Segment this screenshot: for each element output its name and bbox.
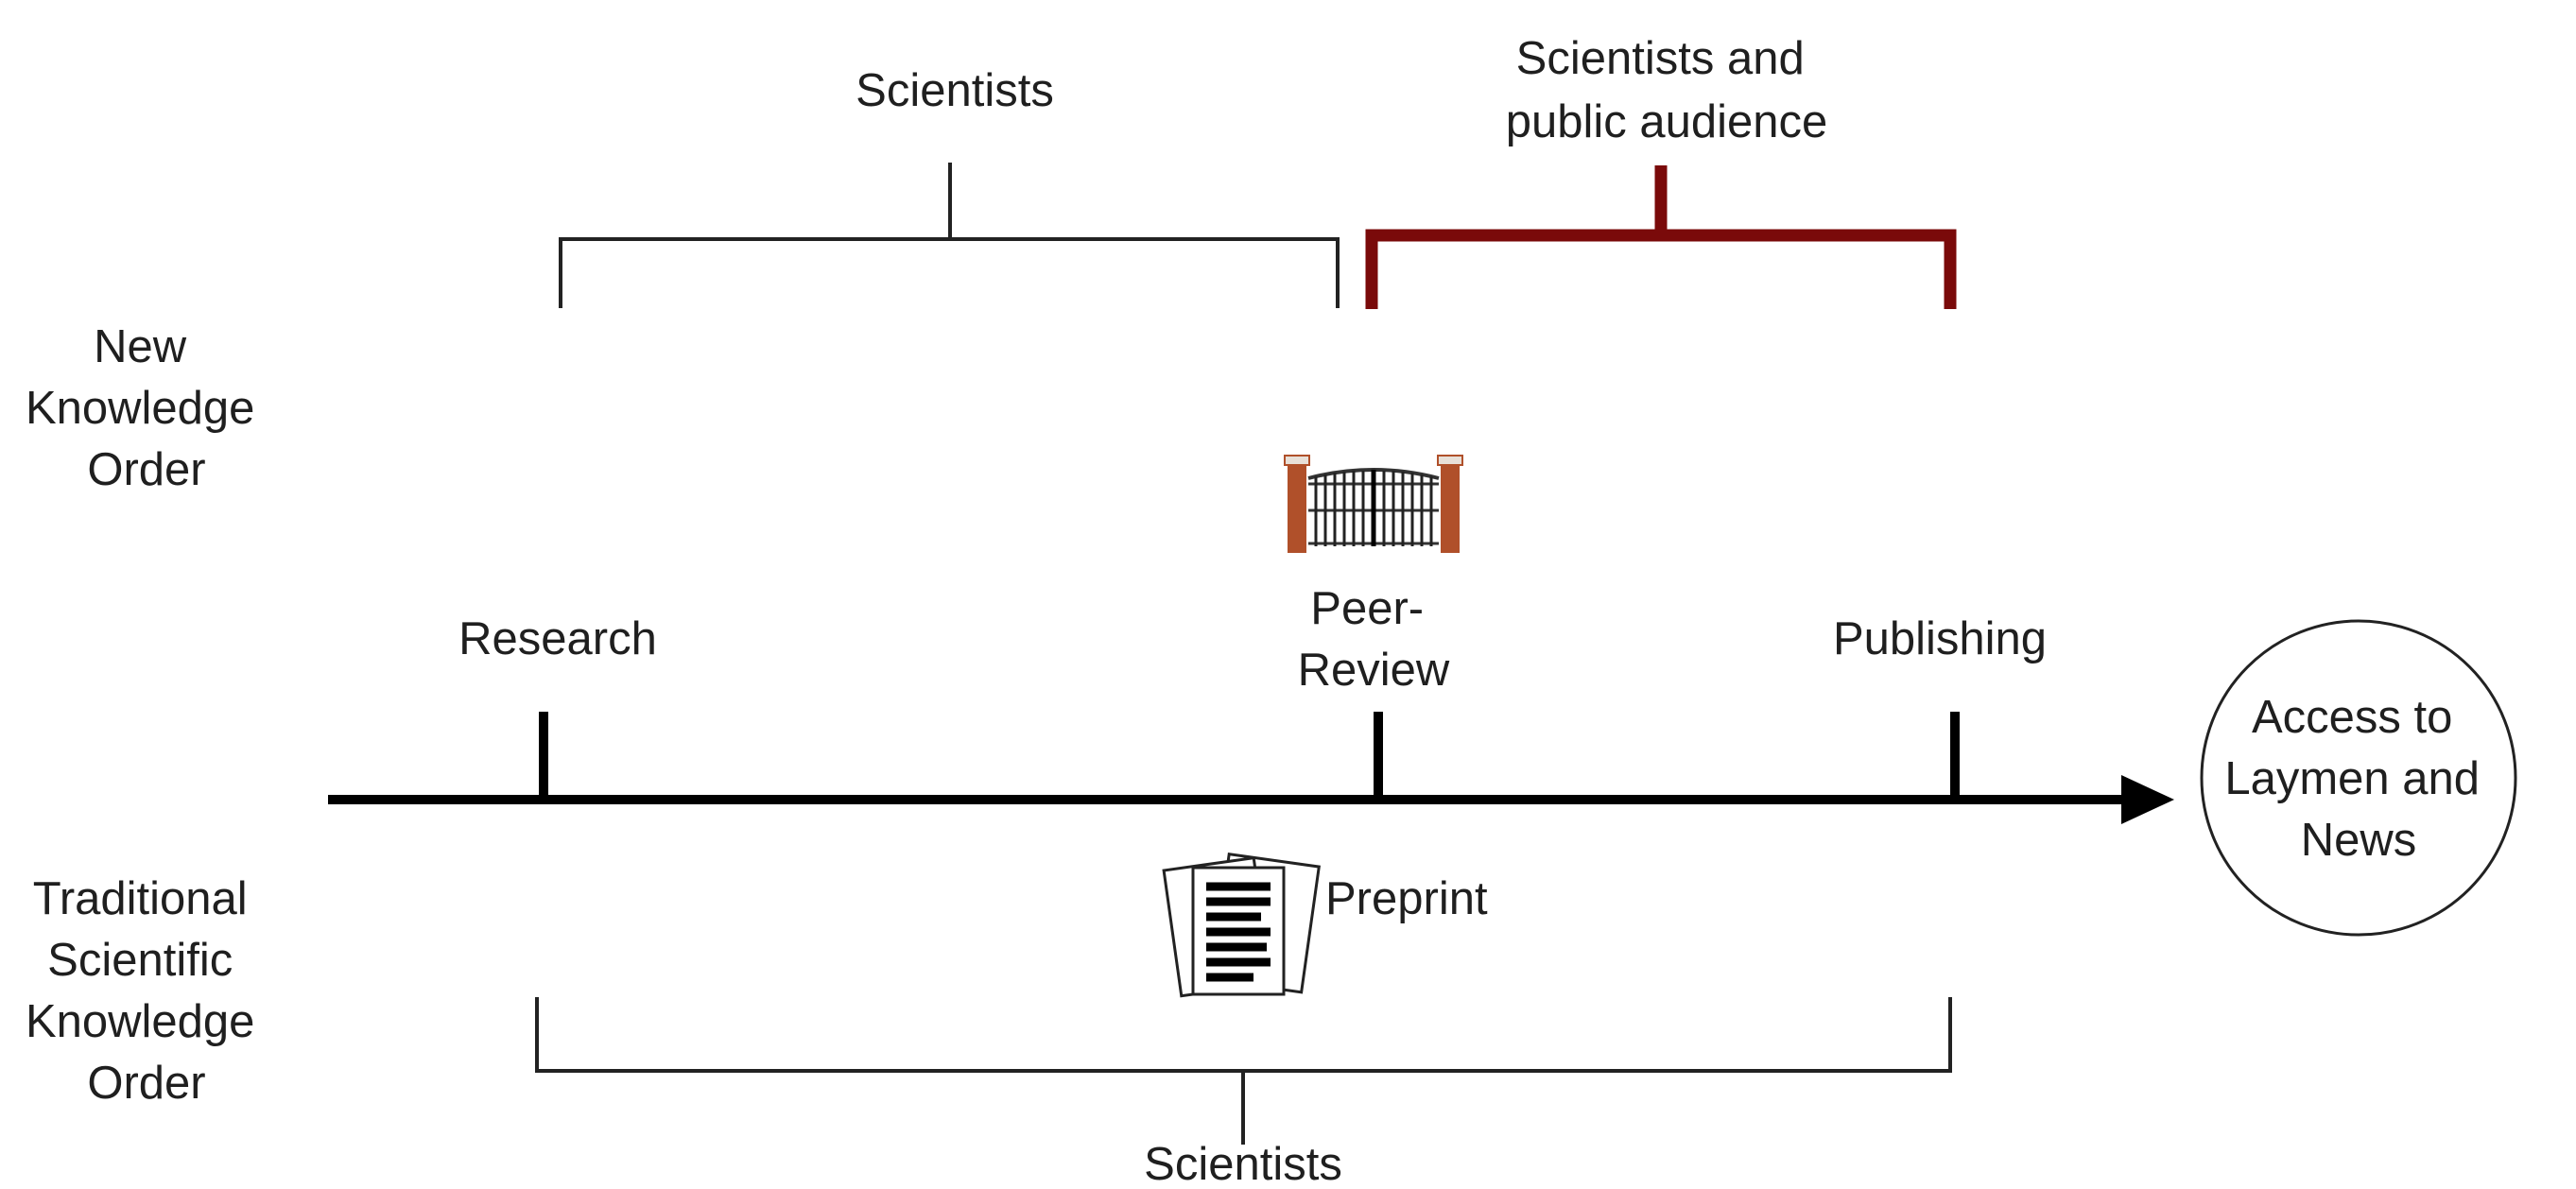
traditional-order-label: Traditional Scientific Knowledge Order [26,873,268,1109]
research-label: Research [458,613,657,664]
peer-review-line: Peer- [1310,583,1424,634]
new-order-line: Knowledge [26,383,254,434]
access-line: News [2301,815,2417,866]
traditional-order-line: Order [87,1058,205,1109]
access-line: Laymen and [2224,753,2480,804]
access-circle [2200,619,2517,937]
public-audience-line: Scientists and [1516,33,1805,84]
public-audience-line: public audience [1506,96,1828,147]
bottom-scientists-label: Scientists [1144,1139,1342,1189]
access-line: Access to [2252,692,2452,743]
publishing-label: Publishing [1833,613,2047,664]
preprint-label: Preprint [1325,873,1488,924]
traditional-order-line: Knowledge [26,996,254,1047]
traditional-order-line: Scientific [47,935,233,986]
bottom-scientists-bracket [535,997,1952,1145]
new-order-line: Order [87,444,205,495]
access-label: Access to Laymen and News [2224,692,2492,866]
public-audience-label: Scientists and public audience [1506,33,1828,147]
scientists-bracket [559,163,1340,308]
gate-icon [1284,455,1463,553]
public-audience-bracket [1365,165,1957,309]
traditional-order-line: Traditional [33,873,248,924]
timeline-arrowhead [2121,775,2174,824]
top-scientists-label: Scientists [856,65,1054,116]
documents-icon [1162,853,1321,998]
peer-review-line: Review [1298,645,1450,696]
new-order-line: New [94,321,187,372]
new-knowledge-order-label: New Knowledge Order [26,321,268,495]
peer-review-label: Peer- Review [1298,583,1450,696]
